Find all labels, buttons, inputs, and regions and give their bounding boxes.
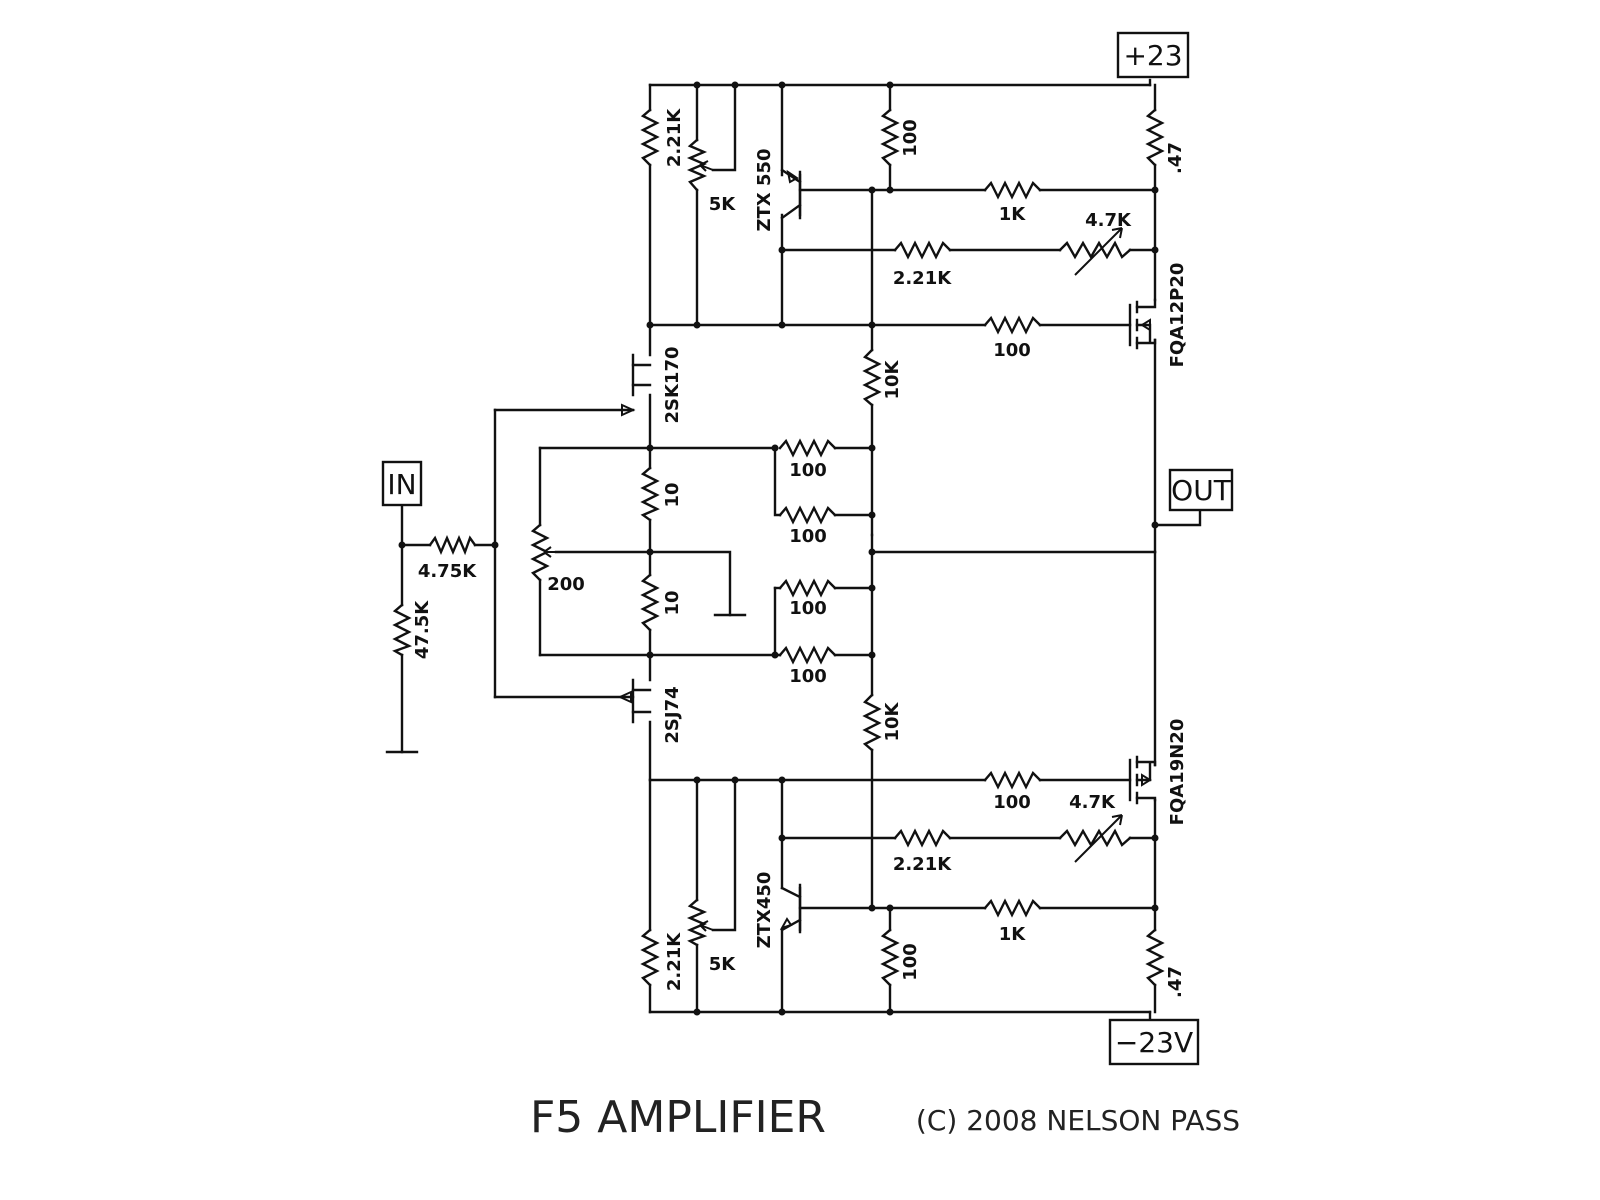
component-labels: 2.21K 100 .47 ZTX 550 FQA12P20 2SK170 10…	[412, 108, 1188, 998]
label-pot-bottom-bias: 4.7K	[1069, 792, 1116, 813]
resistor-100-bottom	[880, 928, 900, 987]
junctions	[398, 81, 1159, 1016]
resistor-47k5	[392, 603, 413, 657]
label-jfet-top: 2SK170	[662, 346, 683, 423]
label-pot-balance: 200	[547, 574, 585, 595]
label-r-bottom-gate: 100	[993, 792, 1031, 813]
mosfet-fqa12p20	[1128, 298, 1157, 350]
label-r-bottom-1k: 1K	[999, 924, 1027, 945]
resistors	[392, 108, 1165, 987]
label-r-top-1k: 1K	[999, 204, 1027, 225]
resistor-2k21-top	[640, 108, 660, 167]
label-pot-top-bias: 4.7K	[1085, 210, 1132, 231]
label-r-fb-1: 100	[789, 460, 827, 481]
label-r-source-bottom: 10	[662, 590, 683, 615]
label-r-fb-4: 100	[789, 666, 827, 687]
pot-4k7-bottom	[1058, 828, 1132, 848]
resistor-047-bottom	[1145, 928, 1165, 987]
jfet-2sj74-arrow	[617, 690, 632, 704]
pot-5k-bottom	[686, 898, 708, 947]
bjt-ztx550	[780, 168, 802, 220]
label-r-bottom-base: 100	[900, 943, 921, 981]
resistor-1k-top	[983, 180, 1042, 200]
transistors	[617, 168, 1157, 934]
label-r-top-fb: 2.21K	[893, 268, 952, 289]
resistor-2k21-bottom	[640, 928, 660, 987]
resistor-10-bottom	[640, 573, 660, 632]
pot-wipers	[543, 160, 714, 932]
resistor-2k21-fb-bottom	[893, 828, 952, 848]
label-bjt-bottom: ZTX450	[754, 872, 775, 949]
resistor-100-fb2	[778, 505, 837, 525]
jfet-2sk170-arrow	[621, 403, 636, 417]
label-r-bottom-source: .47	[1165, 966, 1186, 998]
label-r-bottom-drain: 2.21K	[664, 932, 685, 991]
label-mosfet-bottom: FQA19N20	[1167, 719, 1188, 826]
label-r-fb-3: 100	[789, 598, 827, 619]
copyright-notice: (C) 2008 NELSON PASS	[916, 1104, 1240, 1137]
resistor-2k21-fb-top	[893, 240, 952, 260]
label-r-bottom-10k: 10K	[882, 701, 903, 741]
label-pot-top: 5K	[709, 194, 737, 215]
input-label: IN	[387, 468, 416, 501]
resistor-047-top	[1145, 108, 1165, 167]
supply-positive-terminal: +23	[1116, 31, 1190, 79]
label-mosfet-top: FQA12P20	[1167, 263, 1188, 368]
label-r-top-10k: 10K	[882, 359, 903, 399]
label-r-in-shunt: 47.5K	[412, 600, 433, 659]
mosfet-fqa19n20	[1128, 755, 1157, 805]
label-pot-bottom: 5K	[709, 954, 737, 975]
label-r-top-base: 100	[900, 119, 921, 157]
wires	[385, 78, 1202, 1022]
label-jfet-bottom: 2SJ74	[662, 686, 683, 743]
label-r-source-top: 10	[662, 482, 683, 507]
label-r-top-source: .47	[1165, 142, 1186, 174]
resistor-10k-top	[862, 348, 882, 407]
label-r-top-gate: 100	[993, 340, 1031, 361]
label-r-top-drain: 2.21K	[664, 108, 685, 167]
resistor-100-fb3	[778, 578, 837, 598]
label-r-fb-2: 100	[789, 526, 827, 547]
resistor-100-fb1	[778, 438, 837, 458]
output-terminal: OUT	[1168, 468, 1234, 512]
input-terminal: IN	[381, 460, 423, 507]
supply-positive-label: +23	[1123, 39, 1182, 72]
pot-4k7-top	[1058, 240, 1132, 260]
label-bjt-top: ZTX 550	[754, 148, 775, 231]
supply-negative-terminal: −23V	[1108, 1018, 1200, 1066]
resistor-1k-bottom	[983, 898, 1042, 918]
resistor-100-fb4	[778, 645, 837, 665]
supply-negative-label: −23V	[1115, 1026, 1193, 1059]
resistor-10-top	[640, 466, 660, 522]
label-r-in-series: 4.75K	[418, 561, 477, 582]
resistor-100-gate-top	[983, 315, 1042, 335]
schematic-title: F5 AMPLIFIER	[530, 1092, 826, 1143]
output-label: OUT	[1171, 474, 1232, 507]
resistor-10k-bottom	[862, 693, 882, 752]
resistor-100-gate-bottom	[983, 770, 1042, 790]
resistor-100-top	[880, 108, 900, 167]
label-r-bottom-fb: 2.21K	[893, 854, 952, 875]
resistor-4k75	[428, 534, 477, 556]
